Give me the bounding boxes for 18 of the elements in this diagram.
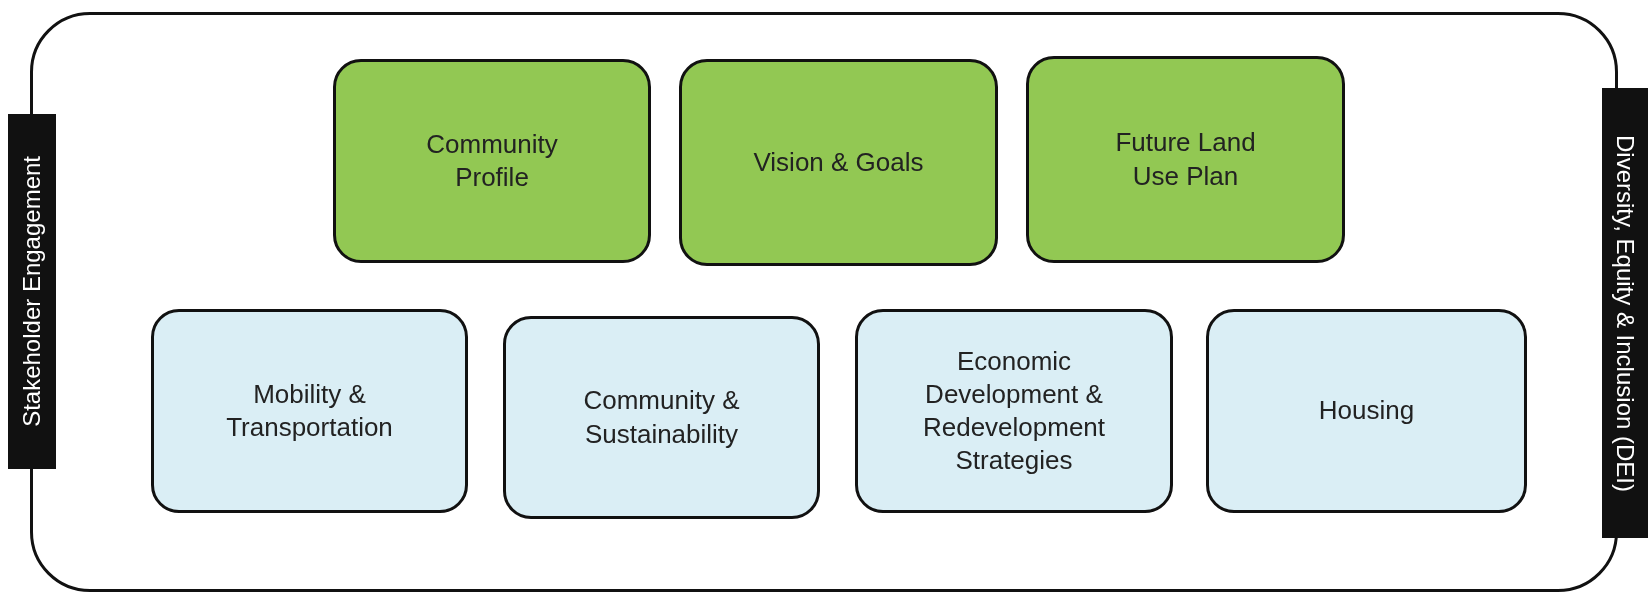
side-band <box>1602 88 1648 538</box>
band-label: Diversity, Equity & Inclusion (DEI) <box>1611 134 1639 492</box>
band-label: Stakeholder Engagement <box>18 156 46 427</box>
topic-box <box>855 309 1173 513</box>
box-label: Economic Development & Redevelopment Strategies <box>921 344 1107 477</box>
topic-box <box>503 316 820 519</box>
topic-box <box>151 309 468 513</box>
topic-box <box>333 59 651 263</box>
box-label: Community & Sustainability <box>582 384 741 451</box>
box-label: Mobility & Transportation <box>225 378 394 444</box>
box-label: Future Land Use Plan <box>1114 126 1257 193</box>
topic-box <box>1026 56 1345 263</box>
side-band <box>8 114 56 469</box>
box-label: Housing <box>1318 394 1415 428</box>
box-label: Vision & Goals <box>753 146 924 179</box>
topic-box <box>1206 309 1527 513</box>
box-label: Community Profile <box>425 128 559 194</box>
topic-box <box>679 59 998 266</box>
